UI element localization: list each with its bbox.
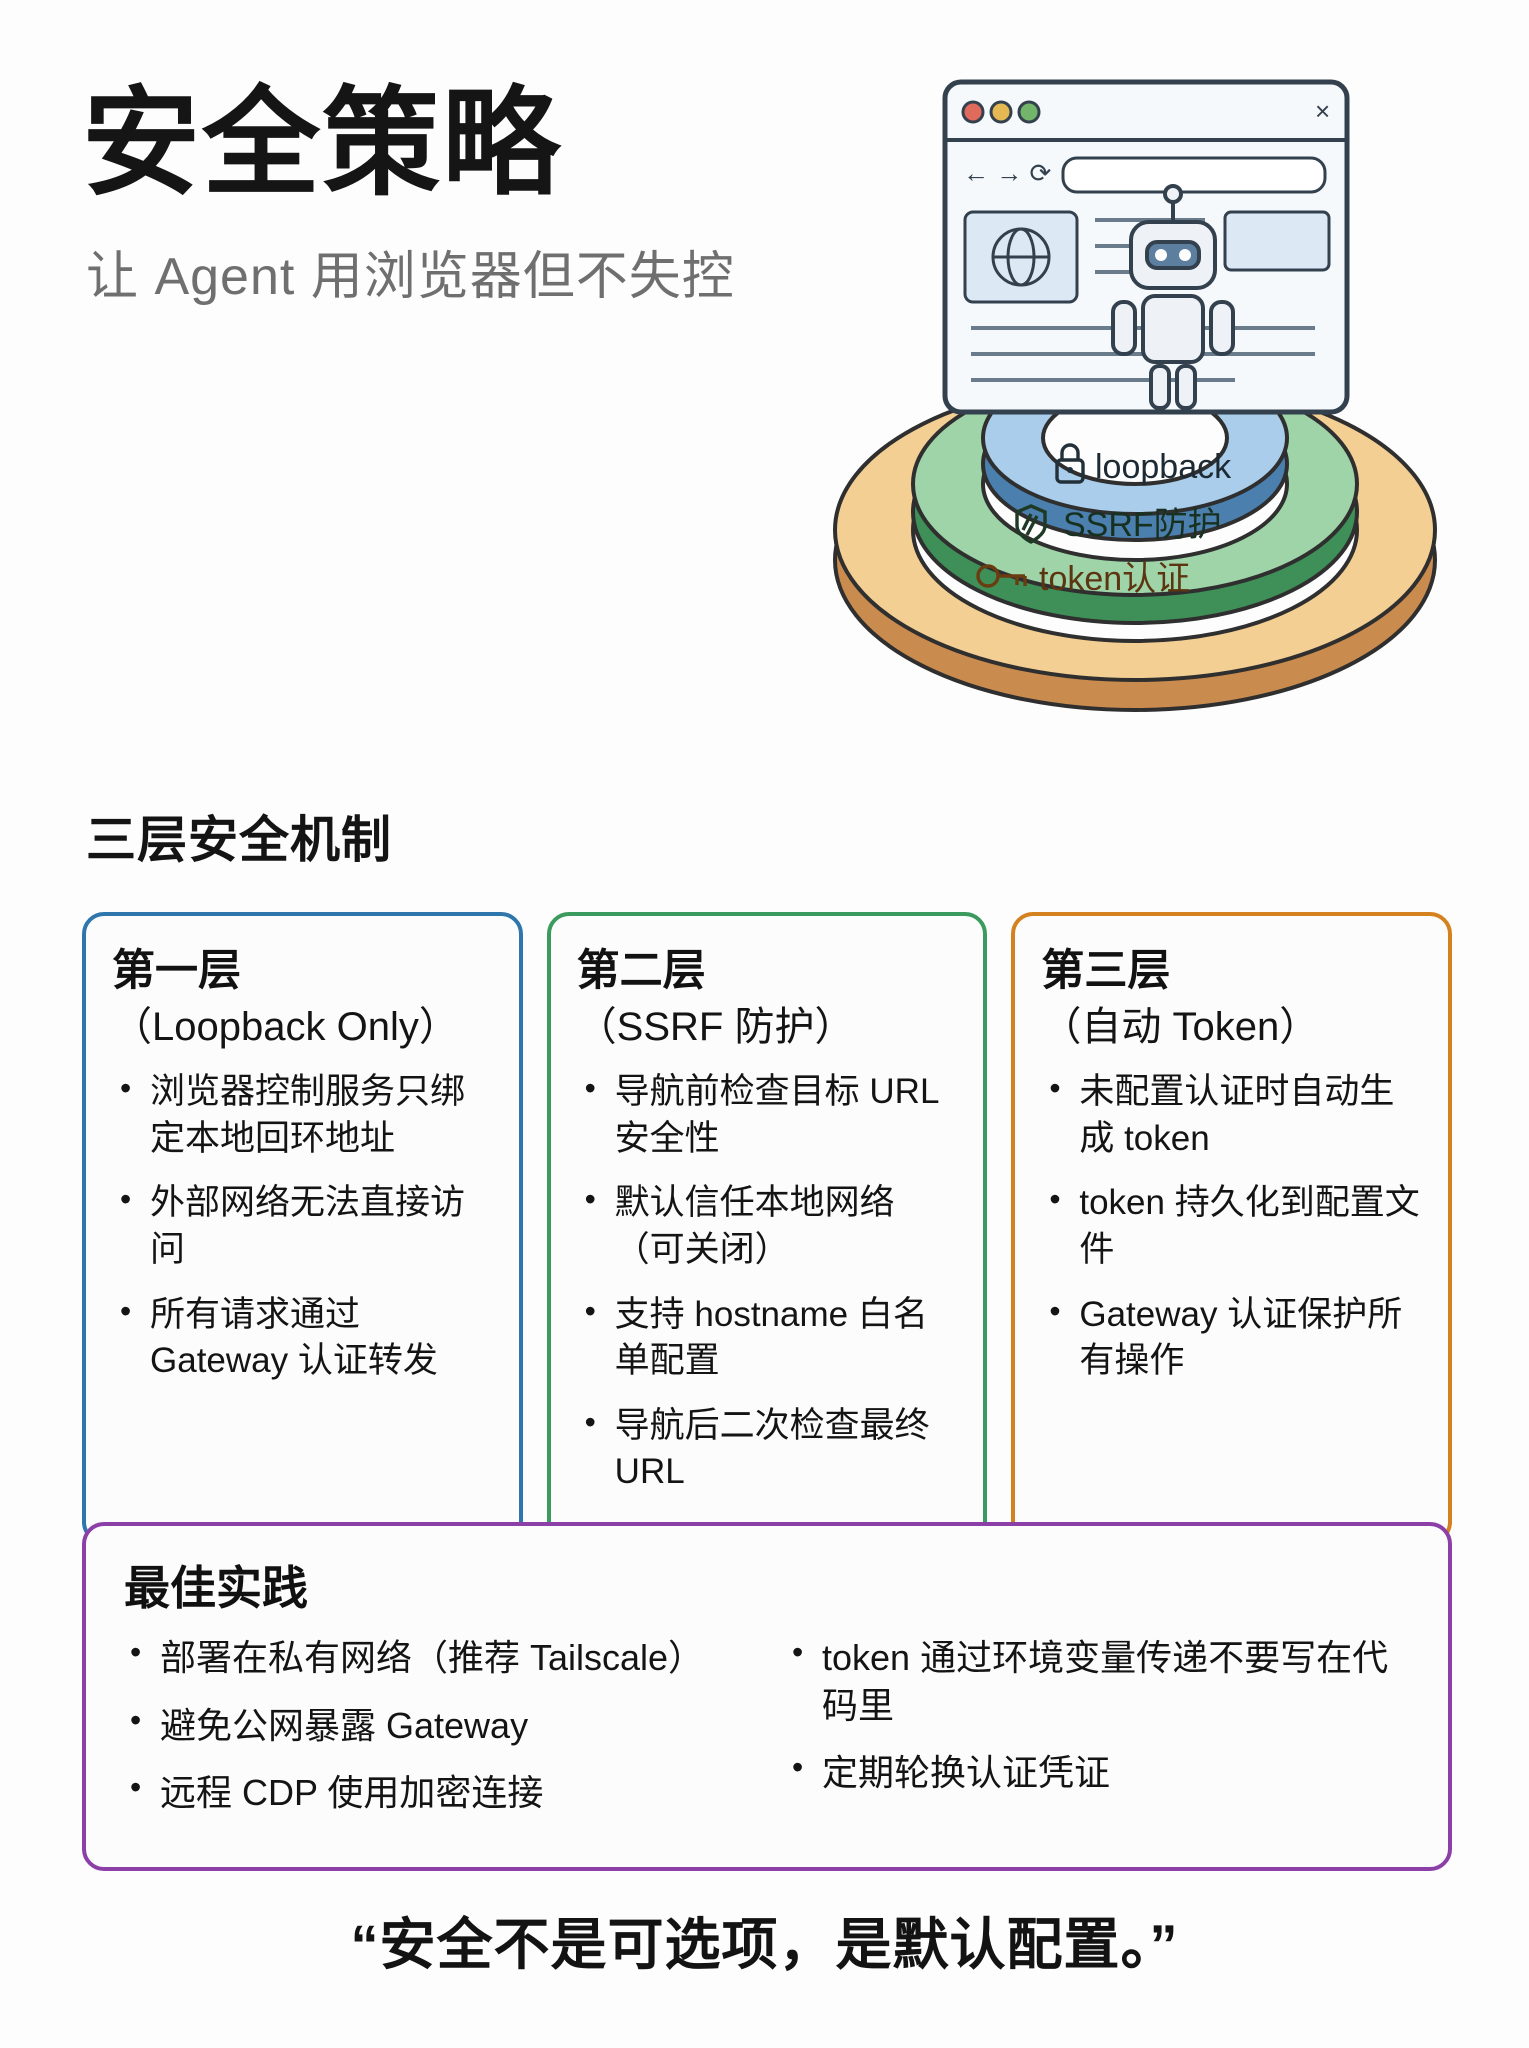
best-practices-columns: 部署在私有网络（推荐 Tailscale） 避免公网暴露 Gateway 远程 …	[120, 1631, 1414, 1837]
page-subtitle: 让 Agent 用浏览器但不失控	[86, 248, 735, 307]
list-item: 远程 CDP 使用加密连接	[130, 1766, 752, 1817]
list-item: 浏览器控制服务只绑定本地回环地址	[120, 1067, 493, 1162]
best-practices-left-list: 部署在私有网络（推荐 Tailscale） 避免公网暴露 Gateway 远程 …	[120, 1631, 752, 1837]
header: 安全策略 让 Agent 用浏览器但不失控	[82, 78, 902, 309]
list-item: 所有请求通过 Gateway 认证转发	[120, 1290, 493, 1385]
list-item: token 持久化到配置文件	[1049, 1178, 1422, 1273]
layered-security-rings-illustration: × ← → ⟳	[795, 60, 1475, 720]
layer-card-2-title: 第二层	[576, 947, 706, 995]
list-item: 定期轮换认证凭证	[792, 1746, 1414, 1797]
ring-label-ssrf: SSRF防护	[1015, 504, 1222, 544]
list-item: 导航前检查目标 URL 安全性	[585, 1067, 958, 1162]
layer-card-2-bullets: 导航前检查目标 URL 安全性 默认信任本地网络（可关闭） 支持 hostnam…	[577, 1067, 958, 1496]
layer-cards-row: 第一层 （Loopback Only） 浏览器控制服务只绑定本地回环地址 外部网…	[82, 912, 1453, 1544]
best-practices-title: 最佳实践	[124, 1562, 308, 1614]
list-item: 避免公网暴露 Gateway	[130, 1699, 752, 1750]
best-practices-right-list: token 通过环境变量传递不要写在代码里 定期轮换认证凭证	[782, 1631, 1414, 1837]
list-item: 默认信任本地网络（可关闭）	[585, 1178, 958, 1273]
ring-label-token: token认证	[976, 560, 1190, 598]
closing-quote: “安全不是可选项，是默认配置。”	[350, 1913, 1179, 1976]
robot-icon	[1111, 184, 1235, 410]
list-item: 部署在私有网络（推荐 Tailscale）	[130, 1631, 752, 1682]
layer-card-2-subtitle: （SSRF 防护）	[576, 1005, 855, 1050]
list-item: 未配置认证时自动生成 token	[1049, 1067, 1422, 1162]
page-title: 安全策略	[82, 78, 563, 210]
layer-card-3-subtitle: （自动 Token）	[1041, 1005, 1320, 1050]
layer-card-3-bullets: 未配置认证时自动生成 token token 持久化到配置文件 Gateway …	[1041, 1067, 1422, 1385]
section-heading: 三层安全机制	[86, 812, 392, 868]
best-practices-card: 最佳实践 部署在私有网络（推荐 Tailscale） 避免公网暴露 Gatewa…	[82, 1522, 1452, 1871]
list-item: token 通过环境变量传递不要写在代码里	[792, 1631, 1414, 1729]
list-item: 支持 hostname 白名单配置	[585, 1290, 958, 1385]
ring-label-loopback: loopback	[1055, 443, 1232, 486]
layer-card-1-subtitle: （Loopback Only）	[112, 1005, 459, 1050]
svg-text:SSRF防护: SSRF防护	[1063, 506, 1222, 544]
list-item: 外部网络无法直接访问	[120, 1178, 493, 1273]
list-item: Gateway 认证保护所有操作	[1049, 1290, 1422, 1385]
layer-card-3-title: 第三层	[1041, 947, 1171, 995]
svg-text:loopback: loopback	[1095, 448, 1232, 486]
svg-text:token认证: token认证	[1039, 560, 1190, 598]
svg-text:×: ×	[1315, 96, 1330, 126]
layer-card-1: 第一层 （Loopback Only） 浏览器控制服务只绑定本地回环地址 外部网…	[82, 912, 523, 1544]
layer-card-1-title: 第一层	[112, 947, 241, 995]
list-item: 导航后二次检查最终 URL	[585, 1401, 958, 1496]
svg-text:← → ⟳: ← → ⟳	[963, 158, 1051, 188]
layer-card-2: 第二层 （SSRF 防护） 导航前检查目标 URL 安全性 默认信任本地网络（可…	[546, 912, 988, 1544]
layer-card-3: 第三层 （自动 Token） 未配置认证时自动生成 token token 持久…	[1011, 912, 1453, 1544]
layer-card-1-bullets: 浏览器控制服务只绑定本地回环地址 外部网络无法直接访问 所有请求通过 Gatew…	[112, 1067, 493, 1385]
